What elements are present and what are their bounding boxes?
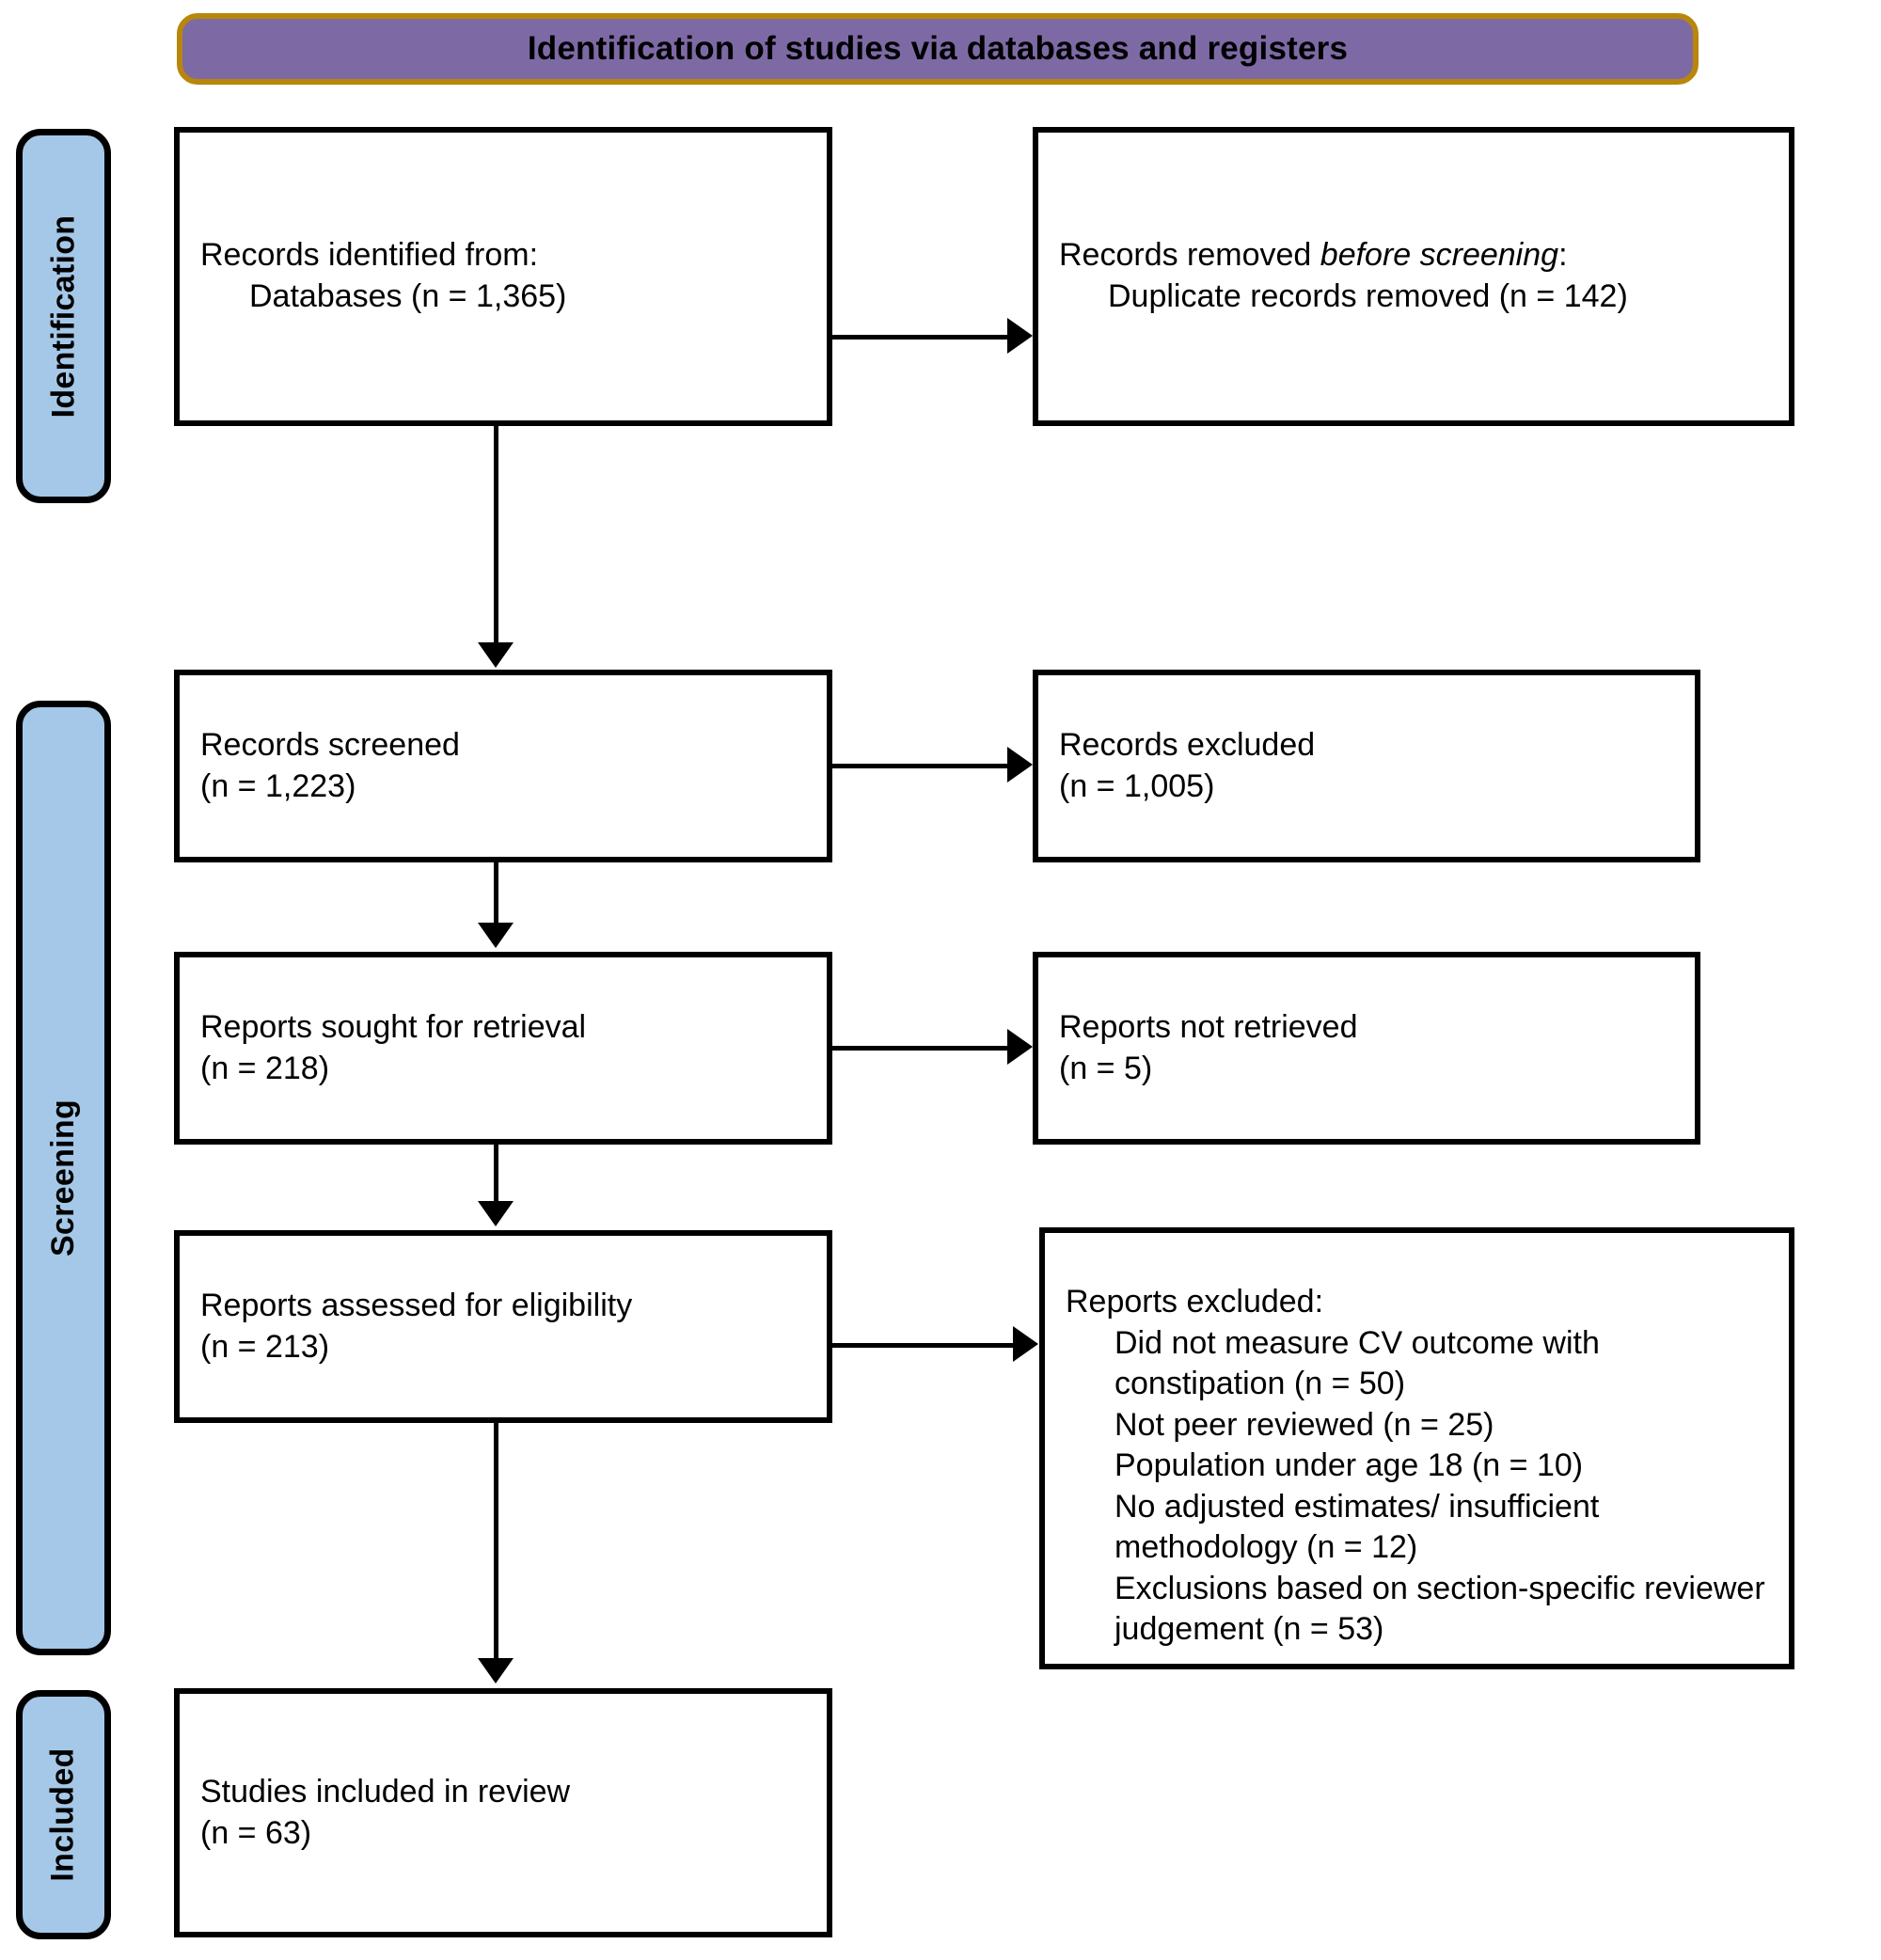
- arrow-down-icon: [478, 1658, 514, 1683]
- reports-excluded-reason: Exclusions based on section-specific rev…: [1114, 1570, 1765, 1648]
- arrow-right-icon: [1007, 318, 1033, 354]
- records-removed-suffix: :: [1558, 237, 1568, 274]
- box-reports-sought: Reports sought for retrieval (n = 218): [174, 952, 832, 1145]
- records-screened-line2: (n = 1,223): [200, 767, 356, 804]
- reports-assessed-line1: Reports assessed for eligibility: [200, 1287, 633, 1323]
- stage-label-identification: Identification: [16, 129, 111, 503]
- records-removed-line2: Duplicate records removed (n = 142): [1108, 278, 1628, 314]
- arrow-down-icon: [478, 1201, 514, 1226]
- records-excluded-line1: Records excluded: [1059, 726, 1316, 763]
- connector-sought-to-notretrieved: [832, 1046, 1011, 1051]
- reports-sought-line1: Reports sought for retrieval: [200, 1008, 587, 1045]
- connector-assessed-to-reportsexcluded: [832, 1343, 1017, 1348]
- box-reports-assessed: Reports assessed for eligibility (n = 21…: [174, 1230, 832, 1423]
- records-identified-line2: Databases (n = 1,365): [249, 278, 567, 314]
- reports-excluded-reason: No adjusted estimates/ insufficient meth…: [1114, 1488, 1600, 1566]
- reports-assessed-line2: (n = 213): [200, 1328, 330, 1365]
- arrow-down-icon: [478, 923, 514, 948]
- reports-excluded-reason: Population under age 18 (n = 10): [1114, 1447, 1584, 1484]
- records-removed-prefix: Records removed: [1059, 237, 1320, 274]
- reports-excluded-reason: Did not measure CV outcome with constipa…: [1114, 1324, 1600, 1402]
- reports-excluded-heading: Reports excluded:: [1066, 1284, 1324, 1320]
- connector-assessed-to-included: [494, 1423, 498, 1660]
- connector-identified-to-removed: [832, 335, 1011, 340]
- arrow-down-icon: [478, 642, 514, 668]
- connector-screened-to-sought: [494, 862, 498, 925]
- reports-sought-line2: (n = 218): [200, 1050, 330, 1086]
- arrow-right-icon: [1013, 1326, 1038, 1362]
- reports-not-retrieved-line1: Reports not retrieved: [1059, 1008, 1358, 1045]
- box-records-excluded: Records excluded (n = 1,005): [1033, 670, 1700, 862]
- records-removed-italic: before screening: [1320, 237, 1559, 274]
- reports-not-retrieved-line2: (n = 5): [1059, 1050, 1153, 1086]
- box-reports-not-retrieved: Reports not retrieved (n = 5): [1033, 952, 1700, 1145]
- arrow-right-icon: [1007, 1029, 1033, 1065]
- banner-title: Identification of studies via databases …: [527, 29, 1349, 67]
- stage-label-included: Included: [16, 1690, 111, 1939]
- records-identified-line1: Records identified from:: [200, 237, 539, 274]
- box-studies-included: Studies included in review (n = 63): [174, 1688, 832, 1937]
- connector-sought-to-assessed: [494, 1145, 498, 1203]
- stage-label-identification-text: Identification: [45, 214, 82, 418]
- box-records-removed: Records removed before screening: Duplic…: [1033, 127, 1794, 426]
- records-screened-line1: Records screened: [200, 726, 460, 763]
- box-records-identified: Records identified from: Databases (n = …: [174, 127, 832, 426]
- studies-included-line1: Studies included in review: [200, 1773, 571, 1810]
- connector-screened-to-excluded: [832, 764, 1011, 768]
- box-reports-excluded-detail: Reports excluded: Did not measure CV out…: [1039, 1227, 1794, 1669]
- connector-identified-to-screened: [494, 426, 498, 644]
- reports-excluded-reason: Not peer reviewed (n = 25): [1114, 1406, 1494, 1443]
- stage-label-screening-text: Screening: [45, 1099, 81, 1257]
- records-excluded-line2: (n = 1,005): [1059, 767, 1215, 804]
- studies-included-line2: (n = 63): [200, 1814, 312, 1851]
- box-records-screened: Records screened (n = 1,223): [174, 670, 832, 862]
- records-removed-line1: Records removed before screening:: [1059, 235, 1768, 277]
- stage-label-screening: Screening: [16, 701, 111, 1655]
- stage-label-included-text: Included: [45, 1747, 81, 1882]
- arrow-right-icon: [1007, 747, 1033, 782]
- diagram-banner: Identification of studies via databases …: [177, 13, 1699, 85]
